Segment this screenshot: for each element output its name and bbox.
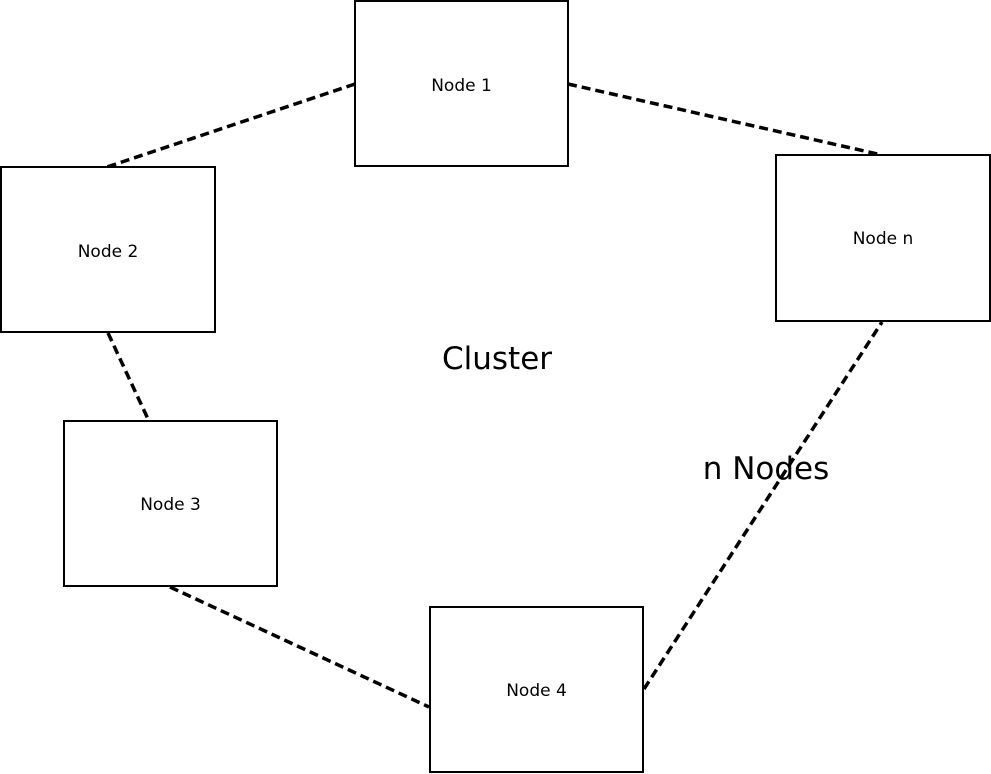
n-nodes-annotation: n Nodes	[703, 451, 830, 487]
node-4-box	[429, 606, 644, 773]
connection-noden-node1	[567, 82, 883, 157]
node-4: Node 4	[429, 606, 644, 773]
node-n-box	[775, 154, 991, 322]
node-1-box	[354, 0, 569, 167]
node-n: Node n	[775, 154, 991, 322]
connection-node3-node4	[169, 585, 430, 709]
connection-node2-node3	[106, 332, 150, 420]
node-n-label: Node n	[853, 229, 914, 249]
node-1: Node 1	[354, 0, 569, 167]
node-3-box	[63, 420, 278, 587]
connection-node1-node2	[106, 82, 356, 169]
cluster-title: Cluster	[442, 341, 552, 377]
node-2: Node 2	[0, 166, 216, 333]
node-2-label: Node 2	[78, 242, 139, 262]
node-2-box	[0, 166, 216, 333]
node-3-label: Node 3	[140, 495, 201, 515]
node-3: Node 3	[63, 420, 278, 587]
connection-node4-noden	[642, 321, 884, 690]
node-4-label: Node 4	[506, 681, 567, 701]
node-1-label: Node 1	[431, 76, 492, 96]
